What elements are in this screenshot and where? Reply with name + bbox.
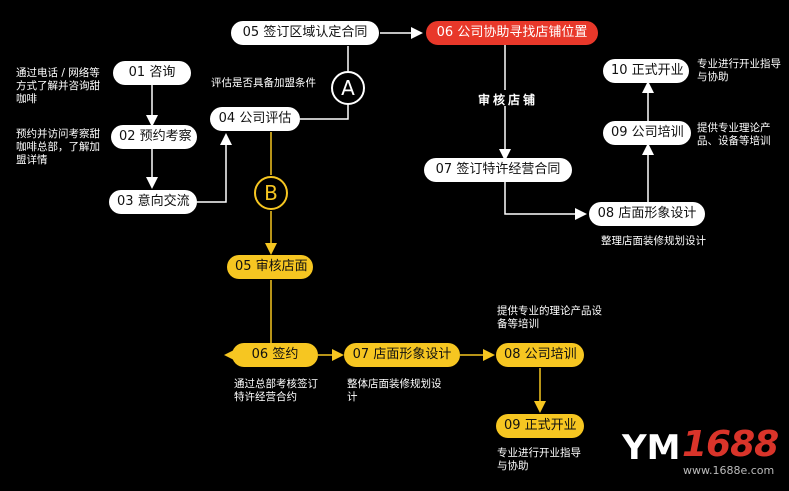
note-10: 专业进行开业指导与协助 <box>697 58 781 83</box>
lower-note-09: 专业进行开业指导与协助 <box>497 447 581 472</box>
note-09: 提供专业理论产品、设备等培训 <box>697 122 771 147</box>
node-01-consult: 01 咨询 <box>113 61 191 85</box>
lower-node-06-sign: 06 签约 <box>232 343 318 367</box>
node-07-franchise-contract: 07 签订特许经营合同 <box>424 158 572 182</box>
note-02: 预约并访问考察甜咖啡总部，了解加盟详情 <box>16 128 100 166</box>
node-06-locate-store: 06 公司协助寻找店铺位置 <box>426 21 598 45</box>
node-02-appointment: 02 预约考察 <box>111 125 197 149</box>
lower-note-07: 整体店面装修规划设计 <box>347 378 442 403</box>
lower-node-07-design: 07 店面形象设计 <box>344 343 460 367</box>
note-04: 评估是否具备加盟条件 <box>211 77 316 89</box>
node-04-assessment: 04 公司评估 <box>210 107 300 131</box>
branch-b-marker: B <box>254 176 288 210</box>
lower-node-09-opening: 09 正式开业 <box>496 414 584 438</box>
node-10-opening: 10 正式开业 <box>603 59 689 83</box>
branch-a-marker: A <box>331 71 365 105</box>
arrow-07-08 <box>504 182 587 220</box>
watermark-logo: YM <box>622 428 681 468</box>
watermark-url: www.1688e.com <box>683 464 775 477</box>
note-01: 通过电话 / 网络等方式了解并咨询甜咖啡 <box>16 67 100 105</box>
watermark-number: 1688 <box>682 424 779 465</box>
lower-note-08: 提供专业的理论产品设备等培训 <box>497 305 602 330</box>
lower-node-08-training: 08 公司培训 <box>496 343 584 367</box>
lower-node-05-review: 05 审核店面 <box>227 255 313 279</box>
node-09-training: 09 公司培训 <box>603 121 691 145</box>
lower-note-06: 通过总部考核签订特许经营合约 <box>234 378 318 403</box>
arrow-03-04 <box>197 133 232 203</box>
node-05-sign-region-contract: 05 签订区域认定合同 <box>231 21 379 45</box>
note-08: 整理店面装修规划设计 <box>601 235 706 247</box>
node-08-store-design: 08 店面形象设计 <box>589 202 705 226</box>
node-03-intent: 03 意向交流 <box>109 190 197 214</box>
line-04-a <box>300 104 349 120</box>
review-store-label: 审核店铺 <box>478 93 539 107</box>
